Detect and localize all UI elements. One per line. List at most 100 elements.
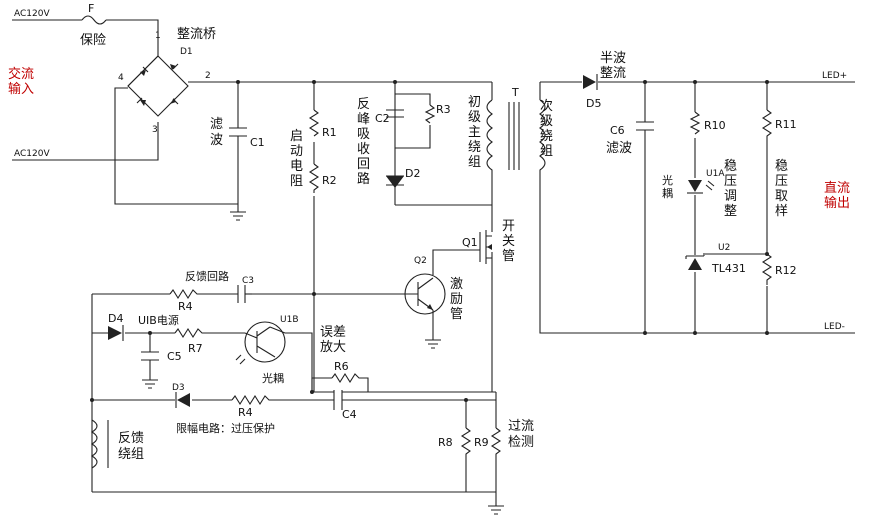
res-r8 xyxy=(460,427,472,460)
r10-ref: R10 xyxy=(704,119,726,132)
res-r4-limiter xyxy=(231,394,274,406)
r7-ref: R7 xyxy=(188,342,203,355)
phototransistor-u1b xyxy=(235,321,286,365)
fb-winding-label: 反馈绕组 xyxy=(118,431,144,462)
regulator-tl431 xyxy=(685,253,705,270)
feedback-loop-label: 反馈回路 xyxy=(185,270,229,283)
bridge-pin-2: 2 xyxy=(205,71,211,81)
limiter-label: 限幅电路：过压保护 xyxy=(176,421,275,435)
r6-ref: R6 xyxy=(334,360,349,373)
r12-ref: R12 xyxy=(775,264,797,277)
ac-input-title: 交流输入 xyxy=(8,66,34,97)
overcurrent-label: 过流检测 xyxy=(508,419,534,450)
error-amp-label: 误差放大 xyxy=(320,325,346,355)
bridge-pin-3: 3 xyxy=(152,125,158,135)
snubber-label: 反峰吸收回路 xyxy=(357,97,370,187)
r11-ref: R11 xyxy=(775,118,797,131)
switch-label: 开关管 xyxy=(502,219,515,264)
primary-winding-label: 初级主绕组 xyxy=(468,95,481,170)
r4-feedback-ref: R4 xyxy=(178,300,193,313)
d2-ref: D2 xyxy=(405,167,420,180)
bridge-label: 整流桥 xyxy=(177,27,216,42)
ground-main xyxy=(488,505,504,515)
sampling-label: 稳压取样 xyxy=(775,158,788,219)
res-r11 xyxy=(761,109,773,140)
res-r3 xyxy=(424,104,436,124)
uib-supply-label: UIB电源 xyxy=(138,313,179,327)
u1b-ref: U1B xyxy=(280,315,299,325)
bridge-pin-4: 4 xyxy=(118,73,124,83)
r9-ref: R9 xyxy=(474,436,489,449)
tl431-label: TL431 xyxy=(711,262,746,275)
bridge-ref: D1 xyxy=(180,47,193,57)
opto-u1a-label: 光耦 xyxy=(662,173,673,200)
r2-ref: R2 xyxy=(322,174,337,187)
d3-ref: D3 xyxy=(172,383,185,393)
q2-ref: Q2 xyxy=(414,256,427,266)
res-r10 xyxy=(689,111,701,135)
u2-ref: U2 xyxy=(718,243,730,253)
ground-c5 xyxy=(142,379,158,389)
res-r2 xyxy=(308,163,320,193)
ac-top-label: AC120V xyxy=(14,9,50,19)
cap-c4 xyxy=(333,390,343,410)
u1a-ref: U1A xyxy=(706,169,725,179)
u1b-label: 光耦 xyxy=(262,371,284,385)
cap-c5 xyxy=(141,351,159,361)
ground-q2 xyxy=(425,339,441,349)
led-plus-label: LED+ xyxy=(822,71,847,81)
ground-c1 xyxy=(230,211,246,221)
res-r6 xyxy=(331,372,362,384)
transformer-t xyxy=(486,99,546,175)
c6-label: 滤波 xyxy=(606,141,632,156)
feedback-winding xyxy=(90,419,109,469)
fuse xyxy=(81,15,107,25)
led-u1a xyxy=(687,180,715,194)
q1-ref: Q1 xyxy=(462,236,478,249)
transistor-q2 xyxy=(404,273,446,315)
res-r1 xyxy=(308,109,320,137)
cap-c1 xyxy=(229,127,247,137)
d5-ref: D5 xyxy=(586,97,601,110)
diode-d5 xyxy=(583,74,598,90)
diode-d2 xyxy=(386,175,404,188)
r1-ref: R1 xyxy=(322,126,337,139)
diode-d4 xyxy=(108,325,124,341)
r3-ref: R3 xyxy=(436,103,451,116)
transformer-ref: T xyxy=(511,86,519,99)
cap-c6 xyxy=(636,121,654,131)
r4-limiter-ref: R4 xyxy=(238,406,253,419)
c5-ref: C5 xyxy=(167,350,182,363)
d4-ref: D4 xyxy=(108,312,123,325)
c2-ref: C2 xyxy=(375,112,390,125)
mosfet-q1 xyxy=(479,230,492,264)
dc-output-title: 直流输出 xyxy=(824,181,850,211)
bridge-pin-1: 1 xyxy=(155,31,161,41)
secondary-winding-label: 次级绕组 xyxy=(540,98,553,159)
reg-adjust-label: 稳压调整 xyxy=(724,158,737,219)
cap-c3 xyxy=(237,285,252,303)
exciter-label: 激励管 xyxy=(450,277,463,322)
junction-dots xyxy=(90,80,769,402)
fuse-label: 保险 xyxy=(80,33,106,48)
half-wave-label: 半波整流 xyxy=(600,51,626,81)
r8-ref: R8 xyxy=(438,436,453,449)
res-r4-feedback xyxy=(169,288,200,300)
fuse-ref: F xyxy=(88,2,94,15)
led-minus-label: LED- xyxy=(824,322,845,332)
ac-bottom-label: AC120V xyxy=(14,149,50,159)
labels: AC120V AC120V F 保险 1 2 3 4 D1 整流桥 C1 R1 … xyxy=(14,2,847,449)
cap-c2 xyxy=(386,109,404,118)
res-r9 xyxy=(490,427,502,460)
c4-ref: C4 xyxy=(342,408,357,421)
res-r7 xyxy=(174,327,205,339)
c3-ref: C3 xyxy=(242,276,254,286)
diode-d3 xyxy=(175,392,190,408)
c6-ref: C6 xyxy=(610,124,625,137)
filter-label: 滤波 xyxy=(210,117,223,148)
c1-ref: C1 xyxy=(250,136,265,149)
multiline-labels: 交流输入 滤波 启动电阻 反峰吸收回路 初级主绕组 次级绕组 开关管 激励管 误… xyxy=(8,51,850,462)
wires xyxy=(12,19,855,506)
